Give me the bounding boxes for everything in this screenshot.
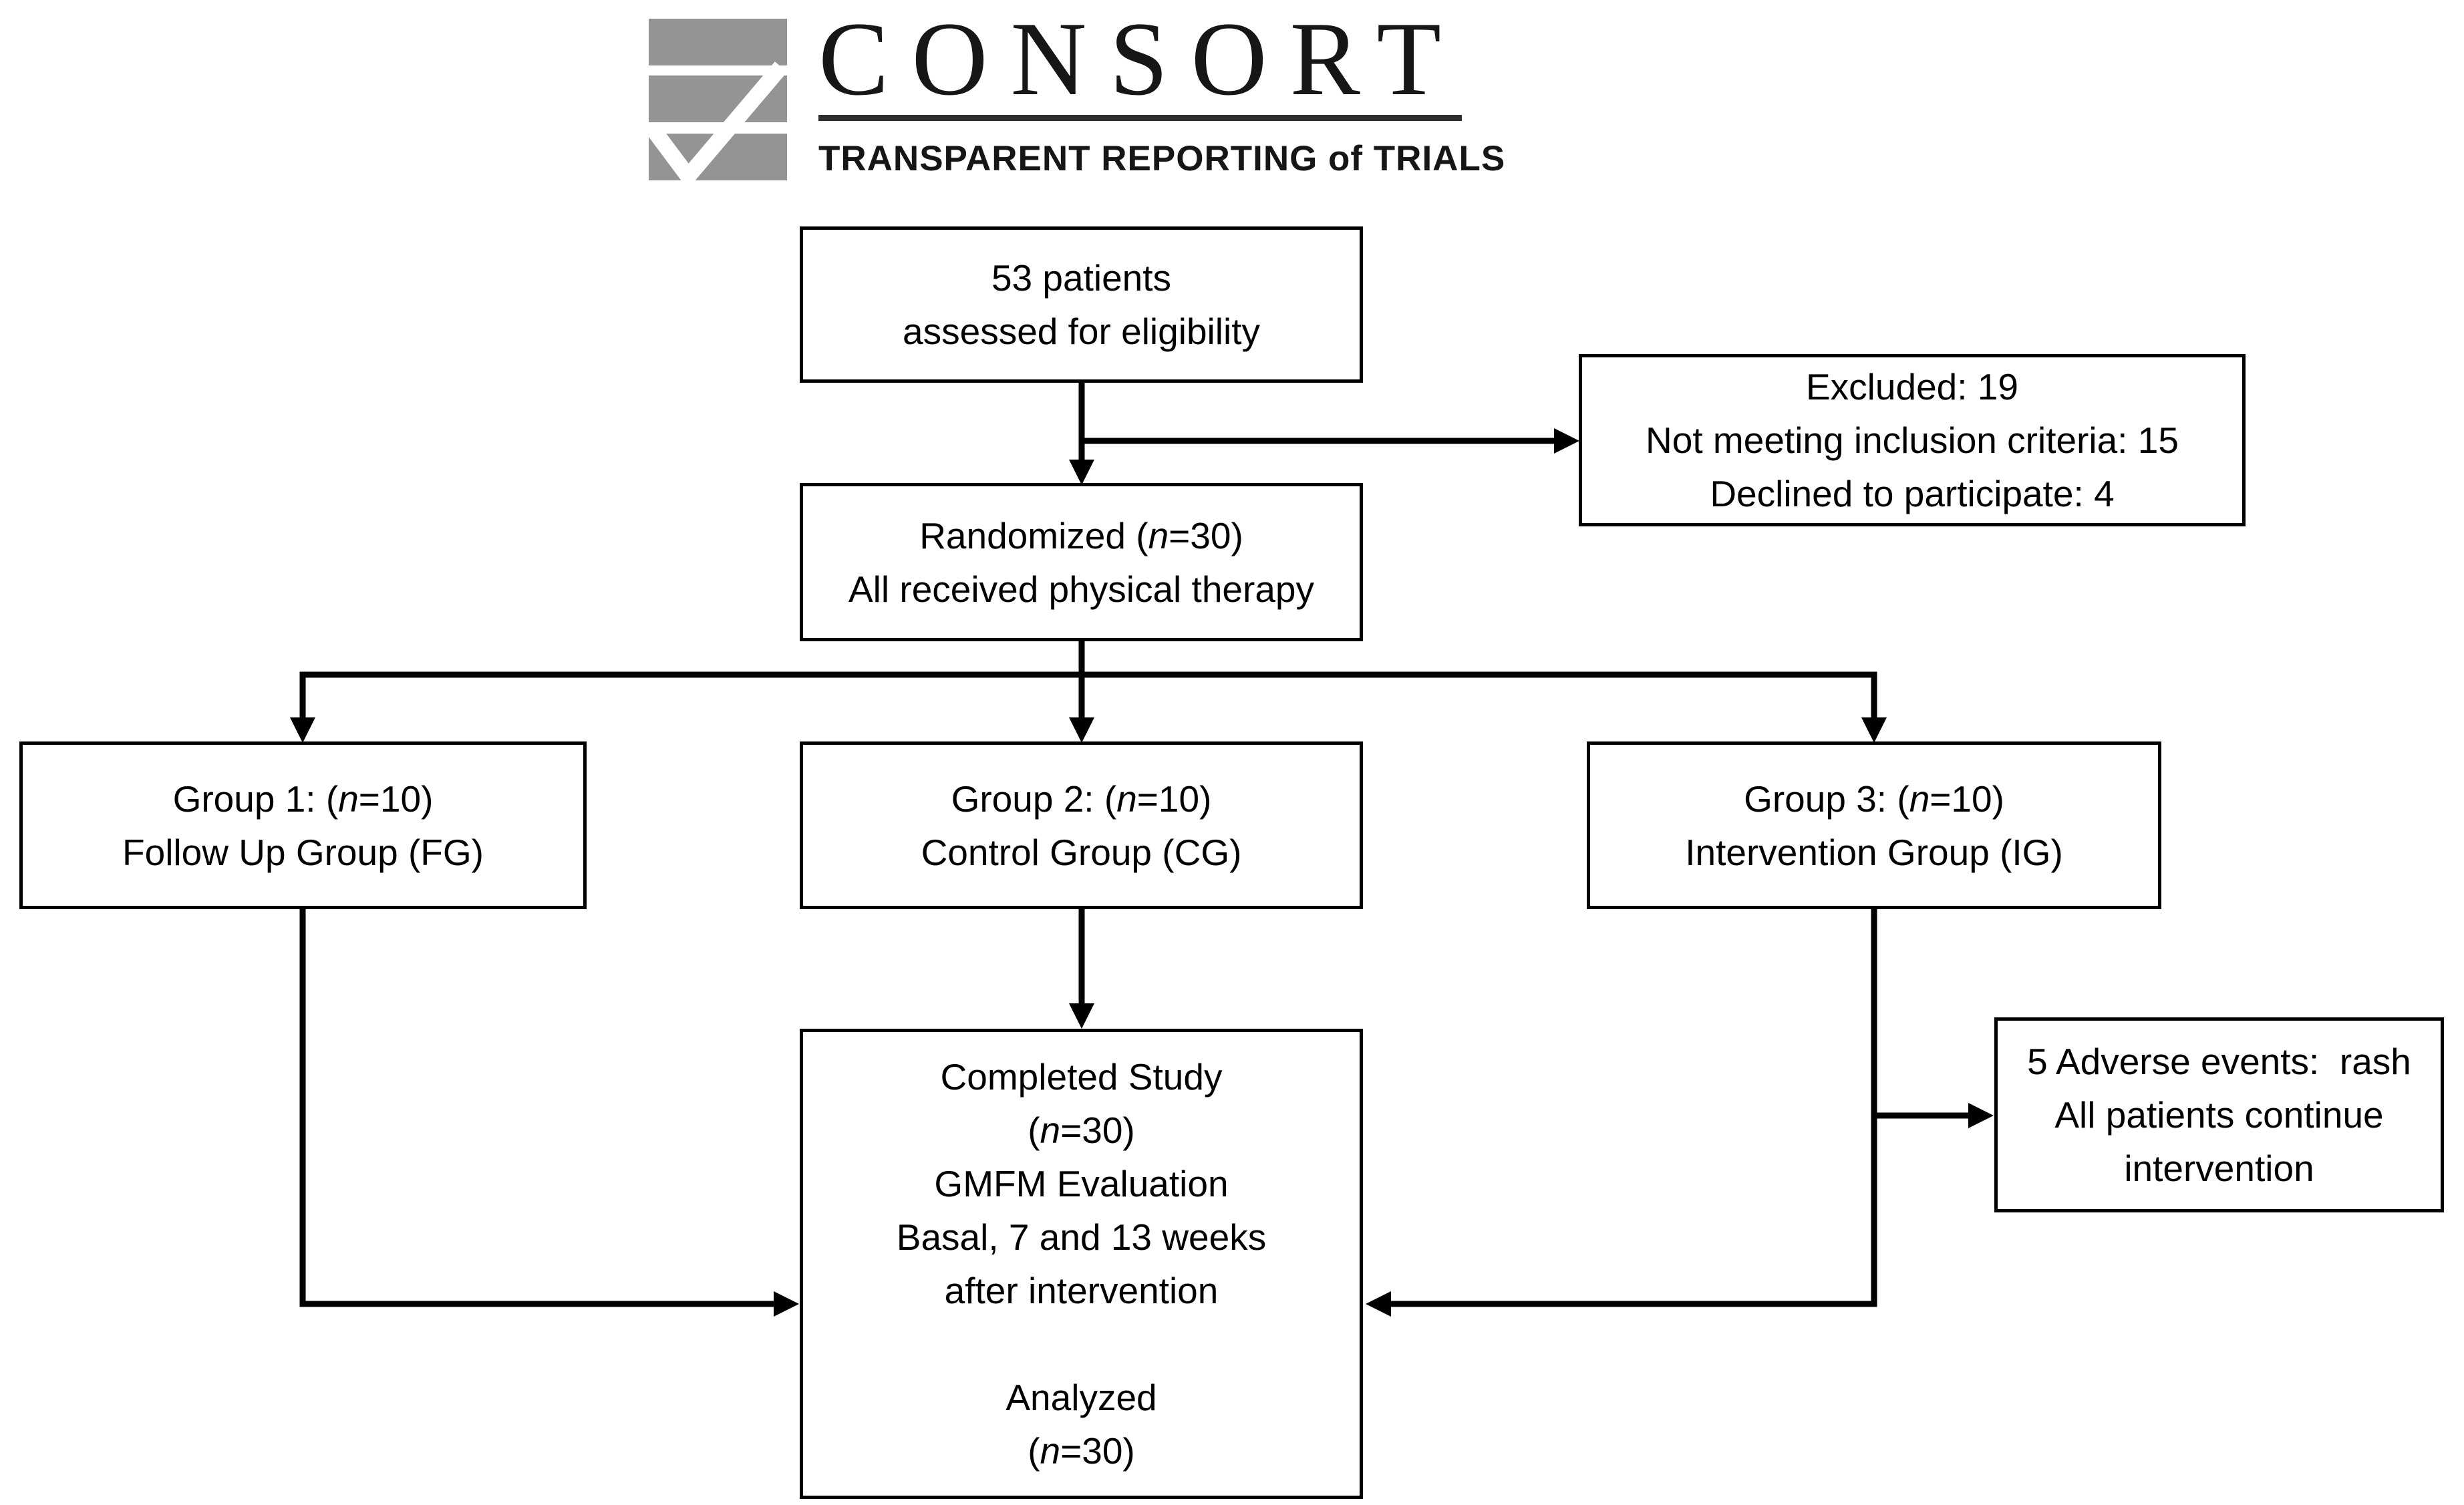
arrowhead-right-completed (774, 1291, 799, 1317)
arrowhead-down-group1 (290, 717, 315, 743)
box-line: All patients continue (2054, 1094, 2384, 1136)
box-line: Control Group (CG) (921, 831, 1242, 873)
arrowhead-down-completed (1069, 1003, 1094, 1029)
box-line: (n=30) (1028, 1430, 1135, 1472)
box-line: Not meeting inclusion criteria: 15 (1646, 420, 2179, 461)
connector-branch-to-excluded (1082, 428, 1579, 454)
box-line: intervention (2124, 1148, 2314, 1189)
arrowhead-left-completed (1366, 1291, 1391, 1317)
connector-branch-to-adverse (1874, 1103, 1994, 1128)
logo-title: CONSORT (818, 1, 1464, 118)
logo-subtitle: TRANSPARENT REPORTING of TRIALS (818, 139, 1506, 178)
arrowhead-right-adverse (1968, 1103, 1994, 1128)
box-line: (n=30) (1028, 1110, 1135, 1151)
arrowhead-down-group3 (1861, 717, 1887, 743)
box-line: Group 2: (n=10) (951, 778, 1212, 820)
arrowhead-down-group2 (1069, 717, 1094, 743)
box-line: assessed for eligibility (903, 311, 1260, 352)
box-randomized: Randomized (n=30) All received physical … (800, 483, 1363, 641)
box-group3-intervention: Group 3: (n=10) Intervention Group (IG) (1587, 741, 2161, 909)
box-line: 5 Adverse events: rash (2027, 1041, 2411, 1082)
box-line: All received physical therapy (848, 568, 1314, 610)
box-line: GMFM Evaluation (934, 1163, 1229, 1204)
box-line: Basal, 7 and 13 weeks (896, 1216, 1267, 1258)
box-line: Follow Up Group (FG) (122, 831, 484, 873)
connector-group3-to-completed (1366, 909, 1877, 1317)
connector-eligibility-to-randomized (1069, 383, 1094, 485)
box-adverse-events: 5 Adverse events: rash All patients cont… (1994, 1017, 2444, 1212)
box-group1-follow-up: Group 1: (n=10) Follow Up Group (FG) (19, 741, 587, 909)
logo-divider (818, 115, 1462, 121)
connector-group1-to-completed (299, 909, 799, 1317)
box-line: after intervention (944, 1270, 1219, 1311)
box-line: Analyzed (1006, 1377, 1157, 1418)
box-excluded: Excluded: 19 Not meeting inclusion crite… (1579, 354, 2246, 526)
box-line: Completed Study (940, 1056, 1223, 1098)
box-line: Group 3: (n=10) (1744, 778, 2004, 820)
connector-group2-to-completed (1069, 909, 1094, 1029)
arrowhead-right-excluded (1554, 428, 1579, 454)
box-line: 53 patients (991, 257, 1172, 299)
consort-checkmark-icon (649, 19, 787, 180)
arrowhead-down-randomized (1069, 460, 1094, 485)
box-group2-control: Group 2: (n=10) Control Group (CG) (800, 741, 1363, 909)
box-line: Intervention Group (IG) (1685, 831, 2063, 873)
connector-randomized-to-groups (290, 641, 1887, 743)
box-line: Randomized (n=30) (919, 514, 1243, 556)
box-eligibility: 53 patients assessed for eligibility (800, 226, 1363, 383)
box-line: Excluded: 19 (1806, 366, 2018, 407)
box-line: Group 1: (n=10) (172, 778, 434, 820)
box-line: Declined to participate: 4 (1710, 473, 2115, 514)
box-completed-study: Completed Study (n=30) GMFM Evaluation B… (800, 1029, 1363, 1499)
